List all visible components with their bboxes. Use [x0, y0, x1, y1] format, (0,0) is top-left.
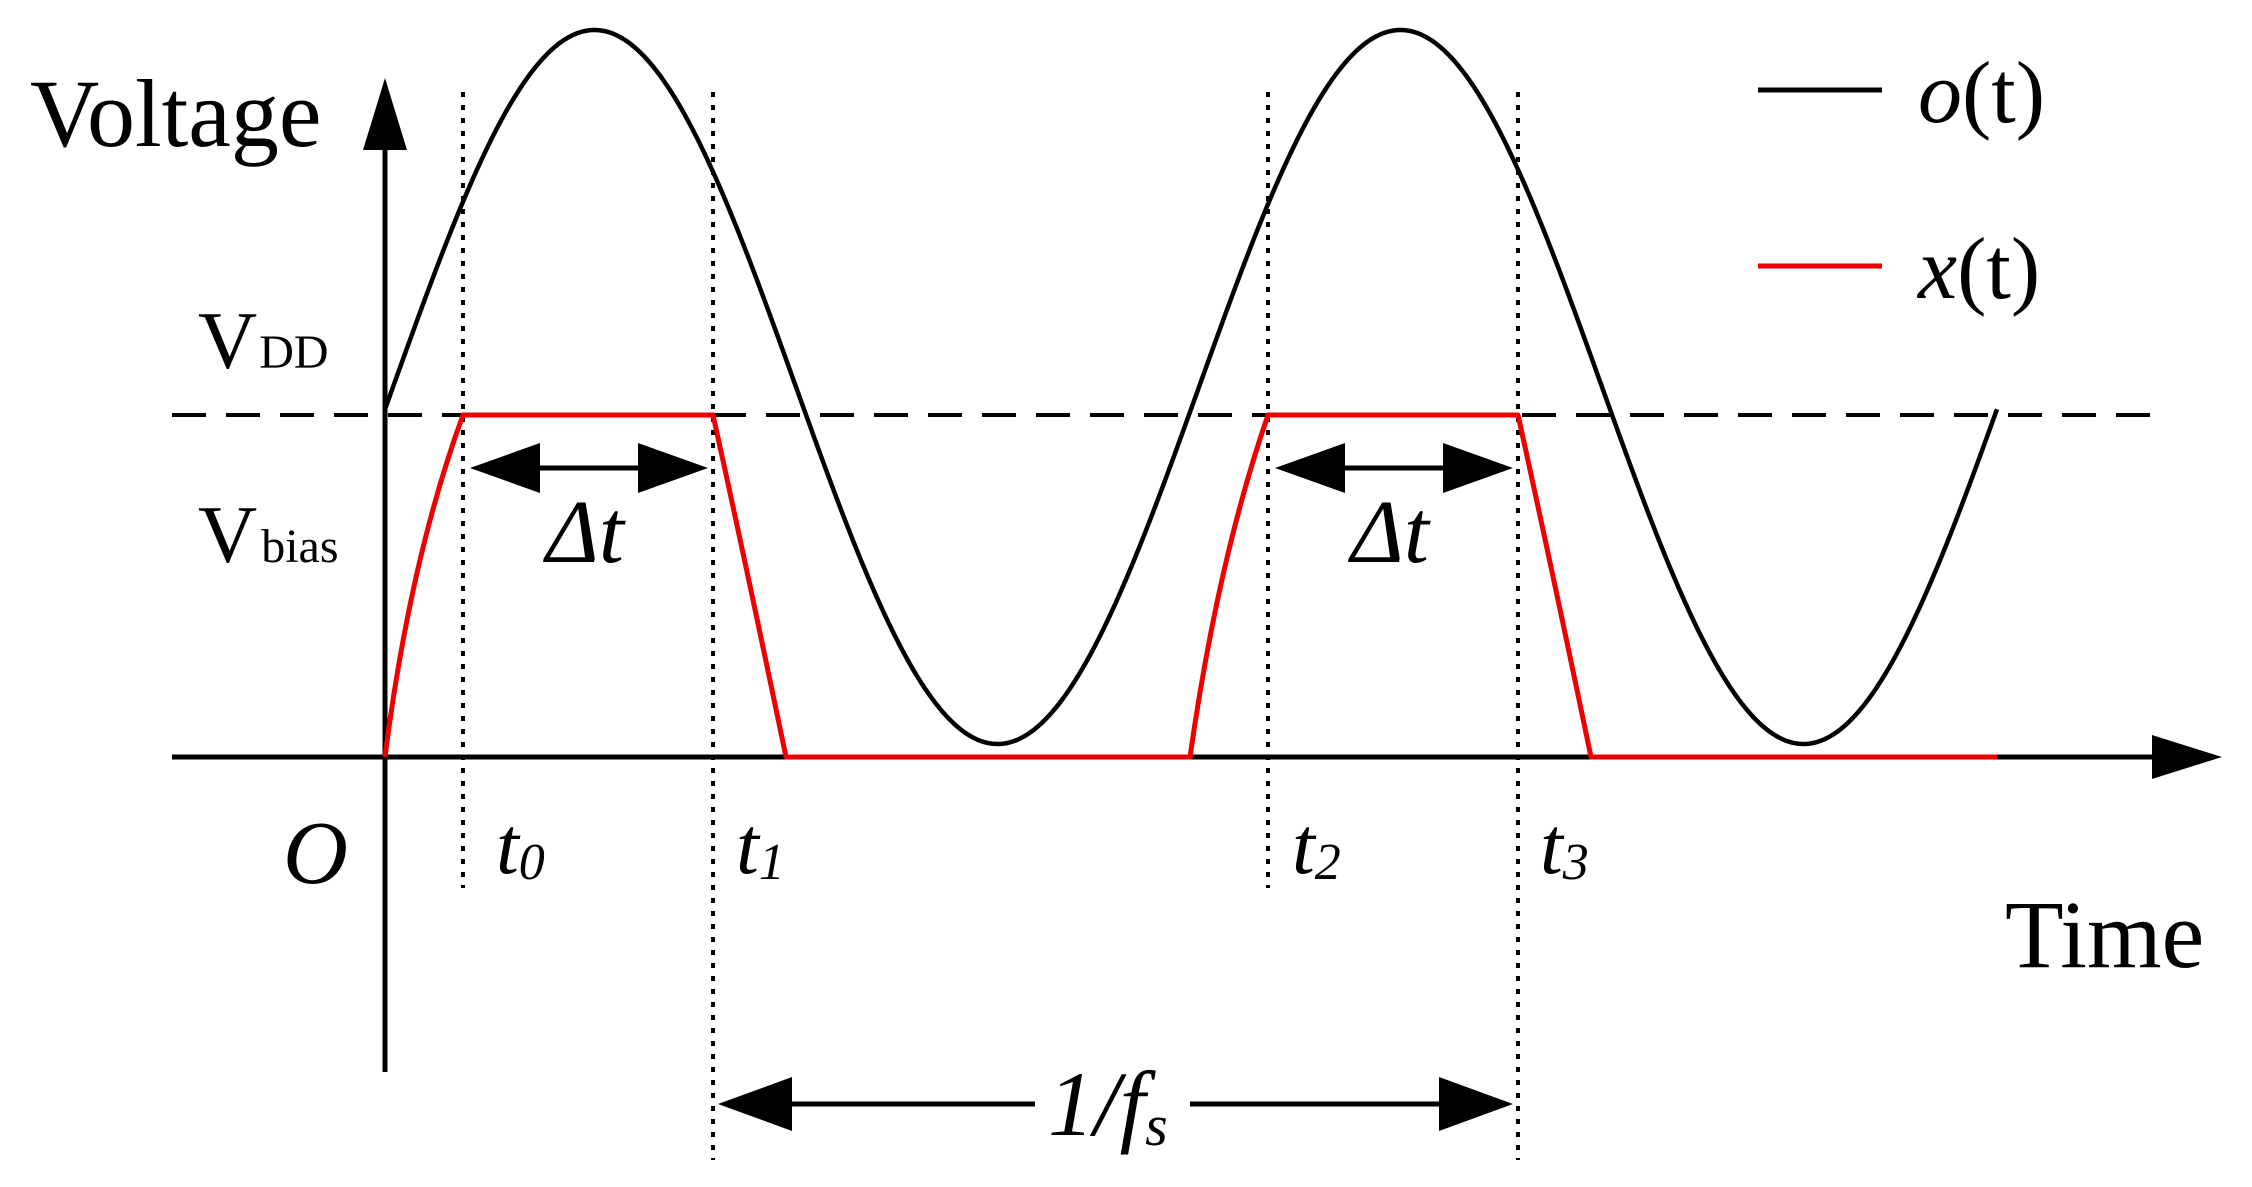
x-signal-curve [382, 412, 1997, 760]
t2-label-sub: 2 [1315, 834, 1341, 891]
t2-label-main: t [1292, 800, 1317, 891]
vbias-label: Vbias [198, 489, 339, 580]
t2-label: t2 [1292, 800, 1341, 891]
t1-label-main: t [736, 800, 761, 891]
t0-label-sub: 0 [519, 834, 545, 891]
y-axis-label: Voltage [30, 60, 322, 167]
t3-label-main: t [1540, 800, 1565, 891]
vbias-label-sub: bias [261, 520, 338, 573]
legend-label-x-name: x [1916, 221, 1957, 318]
t3-label-sub: 3 [1562, 834, 1589, 891]
period-arrow-right-head [1439, 1077, 1513, 1131]
vdd-label-sub: DD [259, 326, 328, 379]
delta-t-label-1: Δt [543, 483, 626, 582]
t0-label: t0 [496, 800, 545, 891]
x-axis-label: Time [2005, 881, 2204, 988]
legend-label-o-arg: (t) [1962, 45, 2045, 142]
legend-label-x-arg: (t) [1957, 221, 2040, 318]
t1-label: t1 [736, 800, 785, 891]
t0-label-main: t [496, 800, 521, 891]
vdd-label-main: V [198, 295, 257, 386]
t3-label: t3 [1540, 800, 1589, 891]
vdd-label: VDD [198, 295, 329, 386]
delta-t-arrow-1-right-head [638, 443, 708, 493]
period-label: 1/fs [1048, 1053, 1168, 1158]
t1-label-sub: 1 [759, 834, 785, 891]
legend-label-x: x(t) [1916, 221, 2040, 318]
legend-label-o-name: o [1918, 45, 1962, 142]
y-axis-arrowhead [363, 78, 407, 150]
delta-t-label-2: Δt [1348, 483, 1431, 582]
delta-t-arrow-1-left-head [470, 443, 540, 493]
o-signal-curve [382, 27, 2000, 747]
period-label-sub: s [1145, 1093, 1168, 1158]
period-arrow-left-head [718, 1077, 792, 1131]
x-axis-arrowhead [2152, 735, 2222, 779]
legend-label-o: o(t) [1918, 45, 2045, 142]
delta-t-arrow-2-right-head [1443, 443, 1513, 493]
period-label-num: 1/ [1048, 1053, 1127, 1155]
delta-t-arrow-2-left-head [1275, 443, 1345, 493]
vbias-label-main: V [198, 489, 257, 580]
origin-label: O [283, 804, 348, 903]
